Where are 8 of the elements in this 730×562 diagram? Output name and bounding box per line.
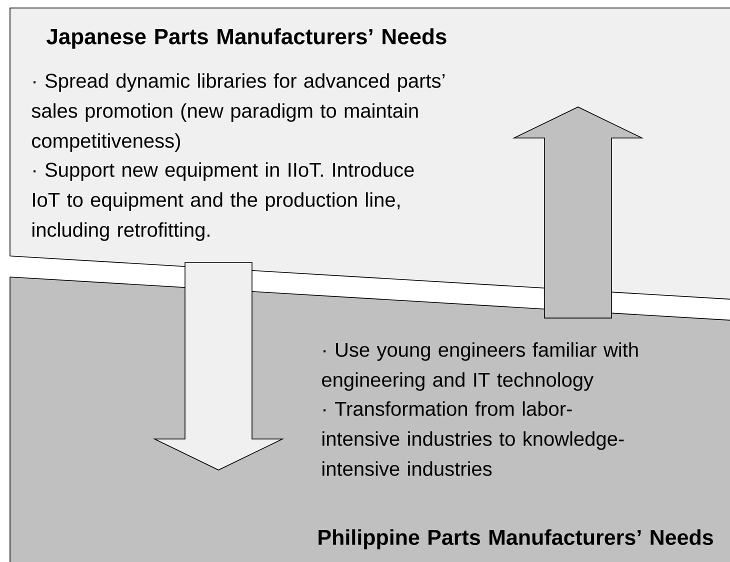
bullet-text: · Use young engineers familiar with engineering and IT technology [322, 342, 638, 391]
bullet-text: · Support new equipment in IIoT. Introduce IoT to equipment and the production line, including retrofitting. [32, 162, 414, 241]
heading: Philippine Parts Manufacturers’ Needs [318, 529, 713, 550]
block-arrow [152, 262, 284, 470]
bullet-text: · Spread dynamic libraries for advanced parts’ sales promotion (new paradigm to maintain competitiveness) [32, 73, 444, 152]
bullet-text: · Transformation from labor-intensive industries to knowledge-intensive industries [322, 401, 624, 476]
block-arrow [512, 106, 644, 318]
heading: Japanese Parts Manufacturers’ Needs [46, 28, 446, 49]
